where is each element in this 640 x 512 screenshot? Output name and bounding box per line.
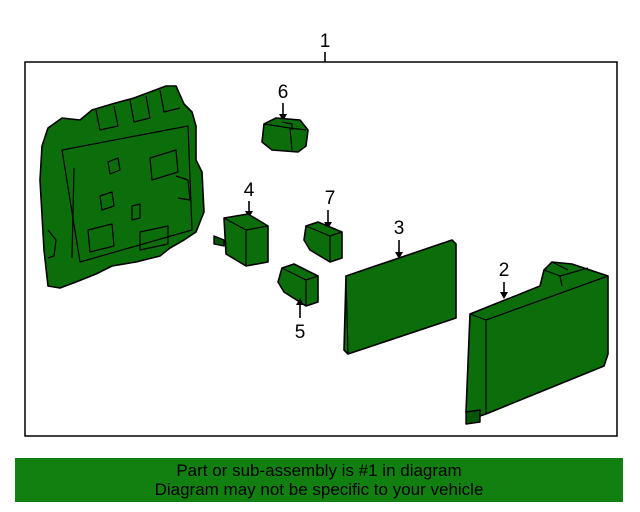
clip-7[interactable]: [303, 221, 343, 263]
info-banner: Part or sub-assembly is #1 in diagram Di…: [15, 458, 623, 502]
cover-panel-3[interactable]: [343, 239, 457, 355]
leader-6-arrow: [279, 114, 287, 121]
callout-6: 6: [278, 82, 289, 103]
leader-2-arrow: [500, 292, 508, 299]
control-module-2[interactable]: [465, 261, 609, 425]
banner-line-1: Part or sub-assembly is #1 in diagram: [176, 461, 462, 480]
fuse-block-housing[interactable]: [39, 85, 205, 289]
callout-4: 4: [244, 180, 255, 201]
callout-7: 7: [325, 188, 336, 209]
leader-5-arrow: [296, 298, 304, 305]
callout-2: 2: [499, 260, 510, 281]
callout-5: 5: [295, 322, 306, 343]
callout-1: 1: [320, 31, 331, 52]
relay-4[interactable]: [213, 213, 269, 267]
callout-3: 3: [394, 218, 405, 239]
banner-line-2: Diagram may not be specific to your vehi…: [154, 480, 484, 499]
assembly-frame: [24, 61, 618, 437]
leader-3-arrow: [395, 252, 403, 259]
relay-6[interactable]: [261, 117, 309, 153]
clip-5[interactable]: [277, 263, 319, 307]
